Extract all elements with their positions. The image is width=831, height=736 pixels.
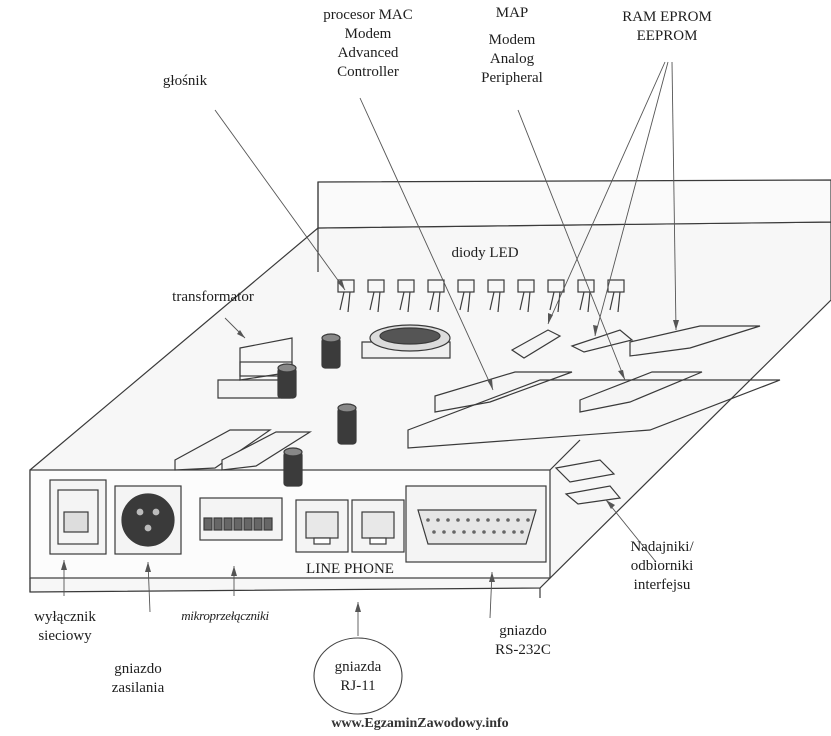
map-line-3: Peripheral <box>481 70 543 86</box>
transceivers-line-1: Nadajniki/ <box>630 539 694 555</box>
power-socket <box>114 485 182 555</box>
watermark: www.EgzaminZawodowy.info <box>331 716 509 731</box>
memory-line-2: EEPROM <box>636 28 698 44</box>
transceivers-line-2: odbiorniki <box>630 558 694 574</box>
transceivers-label: Nadajniki/ odbiorniki interfejsu <box>612 538 712 595</box>
leader-lines <box>63 61 677 636</box>
capacitors <box>277 333 357 487</box>
map-label: MAP Modem Analog Peripheral <box>462 4 562 88</box>
leader-arrowheads <box>61 280 679 612</box>
memory-line-1: RAM EPROM <box>622 9 712 25</box>
rj11-label-circle <box>313 637 403 715</box>
line-phone-label: LINE PHONE <box>306 561 394 577</box>
mac-line-2: Advanced <box>337 45 399 61</box>
memory-label: RAM EPROM EEPROM <box>612 8 722 46</box>
power-socket-line-2: zasilania <box>111 680 165 696</box>
mac-line-1: Modem <box>344 26 392 42</box>
led-row <box>337 279 625 313</box>
rj11-line-2: RJ-11 <box>340 678 376 694</box>
map-line-2: Analog <box>489 51 535 67</box>
mac-line-3: Controller <box>337 64 399 80</box>
leds-label: diody LED <box>451 245 519 261</box>
rs232-socket <box>405 485 547 563</box>
interface-transceivers <box>554 459 622 505</box>
transceivers-line-3: interfejsu <box>633 577 691 593</box>
map-line-1: Modem <box>488 32 536 48</box>
rs232-line-1: gniazdo <box>499 623 547 639</box>
dip-switches-label: mikroprzełączniki <box>181 608 269 623</box>
back-panel <box>317 179 831 229</box>
speaker-label: głośnik <box>162 73 208 89</box>
rj11-label: gniazda RJ-11 <box>318 658 398 696</box>
map-title: MAP <box>495 5 529 21</box>
speaker <box>361 324 451 359</box>
mac-title: procesor MAC <box>323 7 413 23</box>
rj11-line-1: gniazda <box>334 659 382 675</box>
power-switch-label: wyłącznik sieciowy <box>20 608 110 646</box>
rs232-line-2: RS-232C <box>495 642 551 658</box>
power-switch <box>49 479 107 555</box>
rj11-sockets <box>295 499 405 553</box>
power-socket-line-1: gniazdo <box>114 661 162 677</box>
power-switch-line-1: wyłącznik <box>34 609 96 625</box>
transformer-label: transformator <box>172 289 254 305</box>
power-switch-line-2: sieciowy <box>38 628 92 644</box>
mac-processor-label: procesor MAC Modem Advanced Controller <box>300 6 436 82</box>
rs232-label: gniazdo RS-232C <box>478 622 568 660</box>
power-socket-label: gniazdo zasilania <box>98 660 178 698</box>
chips <box>174 325 781 471</box>
dip-switch-bank <box>199 497 283 541</box>
